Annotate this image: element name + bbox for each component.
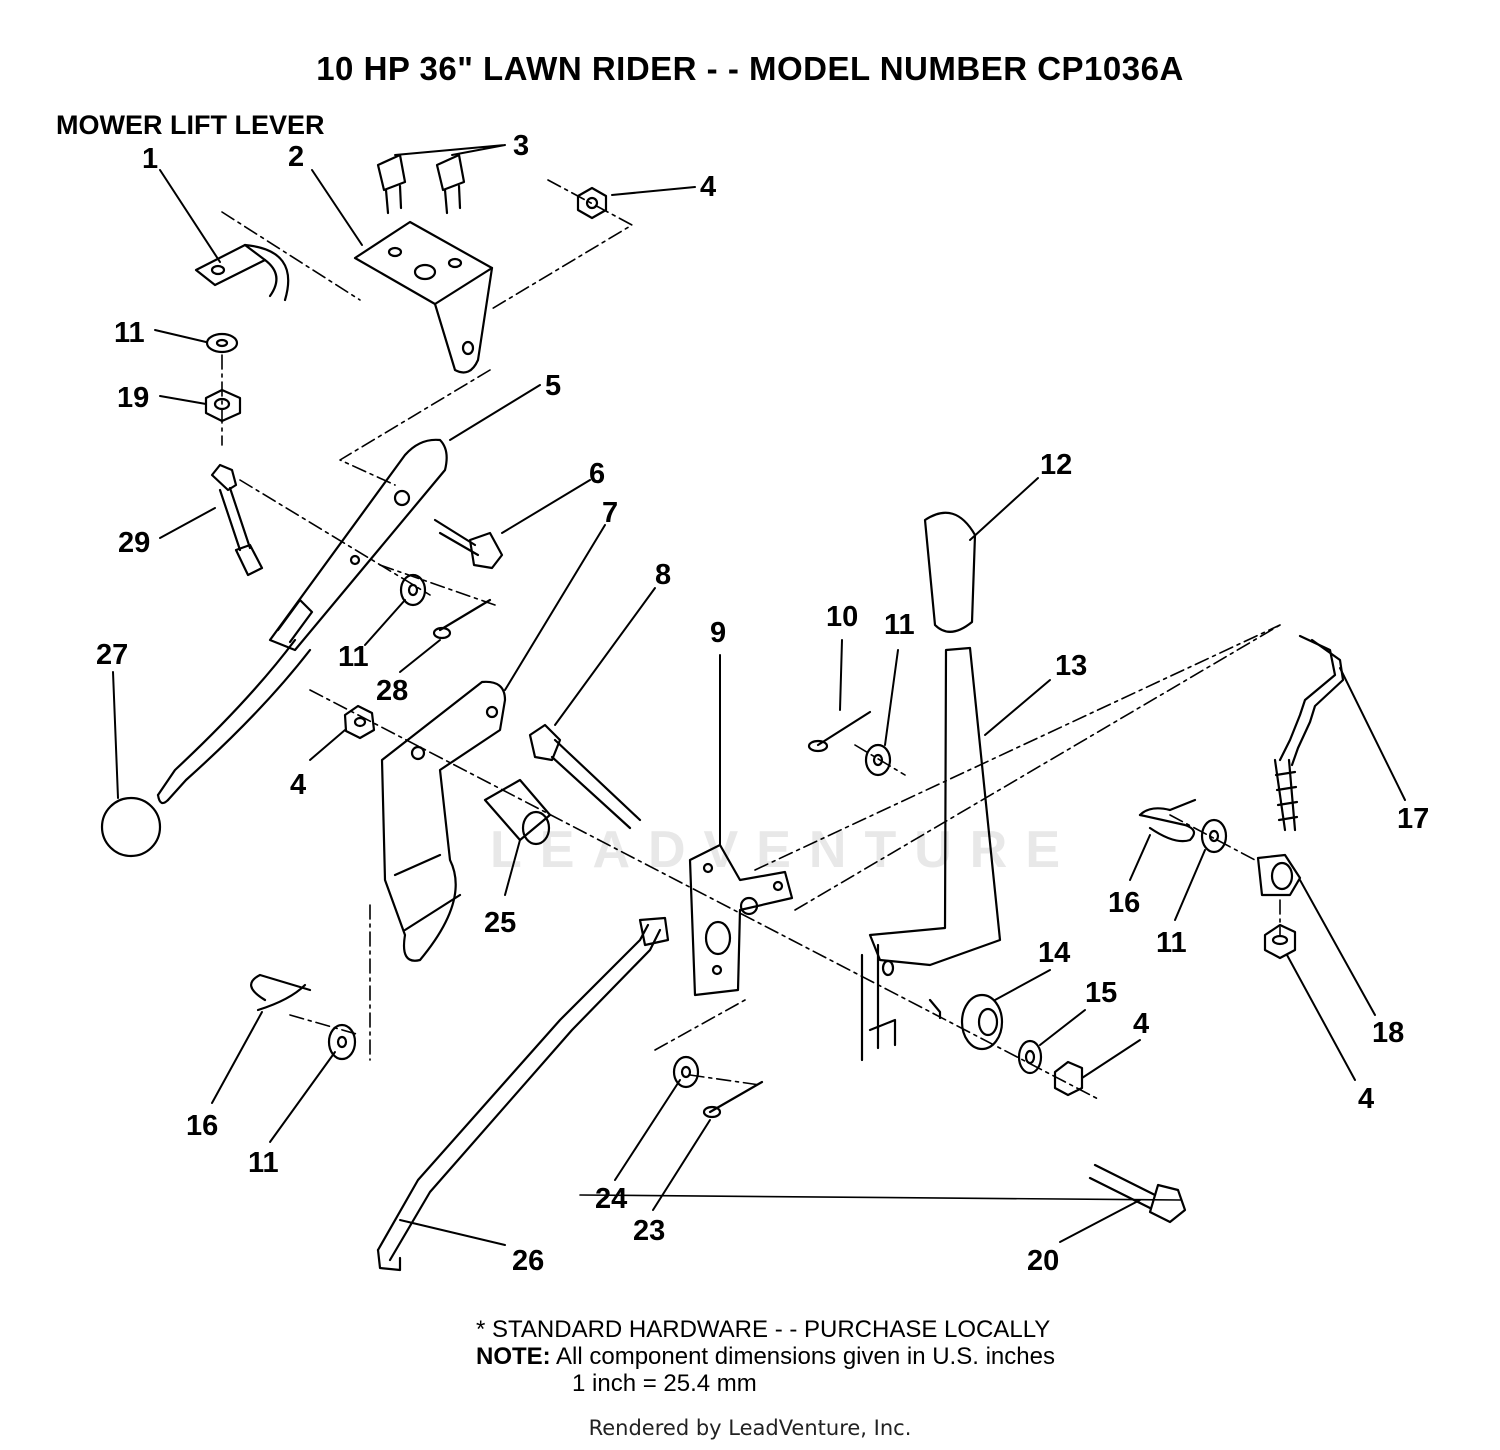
callout-11: 11 bbox=[1156, 927, 1187, 959]
part-4-nut-icon bbox=[1053, 1060, 1084, 1097]
part-10-pin-icon bbox=[807, 710, 872, 753]
part-6-bolt-icon bbox=[433, 518, 504, 570]
conversion-text: 1 inch = 25.4 mm bbox=[572, 1370, 757, 1397]
part-26-link-rod-icon bbox=[376, 916, 670, 1272]
part-11-washer-icon bbox=[1200, 818, 1228, 854]
part-25-spacer-icon bbox=[483, 778, 552, 846]
conversion-note: 1 inch = 25.4 mm bbox=[476, 1370, 1055, 1397]
part-28-pin-icon bbox=[432, 598, 492, 640]
part-20-bolt-icon bbox=[1088, 1163, 1187, 1224]
part-12-grip-icon bbox=[923, 511, 977, 633]
part-4-nut-icon bbox=[1263, 923, 1297, 960]
part-17-rod-icon bbox=[1273, 634, 1345, 832]
callout-16: 16 bbox=[186, 1110, 218, 1142]
part-4-nut-icon bbox=[343, 704, 376, 740]
part-24-washer-icon bbox=[672, 1055, 700, 1089]
part-5-lever-plate-icon bbox=[268, 438, 448, 652]
callout-4: 4 bbox=[1358, 1083, 1374, 1115]
assembly-dashed-lines bbox=[221, 179, 1281, 1201]
callout-11: 11 bbox=[248, 1147, 279, 1179]
callout-1: 1 bbox=[142, 143, 158, 175]
callout-26: 26 bbox=[512, 1245, 544, 1277]
callout-9: 9 bbox=[710, 617, 726, 649]
part-15-washer-icon bbox=[1017, 1039, 1043, 1075]
part-4-nut-icon bbox=[576, 186, 608, 220]
part-3-bolts-icon bbox=[376, 153, 466, 215]
callout-3: 3 bbox=[513, 130, 529, 162]
callout-5: 5 bbox=[545, 370, 561, 402]
part-1-clip-icon bbox=[194, 243, 290, 302]
part-23-pin-icon bbox=[702, 1080, 764, 1119]
notes-block: * STANDARD HARDWARE - - PURCHASE LOCALLY… bbox=[476, 1316, 1055, 1397]
part-11-washer-icon bbox=[327, 1023, 357, 1061]
part-18-swivel-icon bbox=[1256, 853, 1302, 897]
part-27-lever-rod-icon bbox=[156, 638, 312, 805]
callout-2: 2 bbox=[288, 141, 304, 173]
callout-14: 14 bbox=[1038, 937, 1070, 969]
callout-8: 8 bbox=[655, 559, 671, 591]
part-16-hair-pin-icon bbox=[250, 973, 312, 1012]
part-11-washer-icon bbox=[864, 743, 892, 777]
note-text: All component dimensions given in U.S. i… bbox=[556, 1343, 1055, 1370]
callout-11: 11 bbox=[884, 609, 915, 641]
callout-15: 15 bbox=[1085, 977, 1117, 1009]
callout-4: 4 bbox=[1133, 1008, 1149, 1040]
part-8-bolt-icon bbox=[528, 723, 642, 830]
part-7-bracket-icon bbox=[380, 680, 507, 962]
callout-11: 11 bbox=[338, 641, 369, 673]
part-11-washer-icon bbox=[205, 332, 239, 354]
callout-24: 24 bbox=[595, 1183, 627, 1215]
render-credit: Rendered by LeadVenture, Inc. bbox=[588, 1416, 912, 1440]
standard-hardware-note: * STANDARD HARDWARE - - PURCHASE LOCALLY bbox=[476, 1316, 1051, 1343]
part-11-washer-icon bbox=[399, 573, 427, 607]
part-14-bushing-icon bbox=[960, 993, 1004, 1051]
part-16-hair-pin-icon bbox=[1138, 798, 1197, 843]
callout-23: 23 bbox=[633, 1215, 665, 1247]
callout-13: 13 bbox=[1055, 650, 1087, 682]
callout-20: 20 bbox=[1027, 1245, 1059, 1277]
section-subtitle: MOWER LIFT LEVER bbox=[56, 110, 325, 140]
callout-16: 16 bbox=[1108, 887, 1140, 919]
part-29-link-icon bbox=[210, 463, 264, 577]
callout-17: 17 bbox=[1397, 803, 1429, 835]
part-9-pivot-plate-icon bbox=[688, 843, 794, 997]
callout-labels: 1 2 3 4 11 19 5 6 29 7 12 8 27 10 11 9 1… bbox=[96, 130, 1429, 1277]
watermark-logo: LEADVENTURE bbox=[490, 821, 1079, 879]
callout-6: 6 bbox=[589, 458, 605, 490]
callout-27: 27 bbox=[96, 639, 128, 671]
part-27-knob-icon bbox=[100, 796, 162, 858]
note-label: NOTE: bbox=[476, 1343, 551, 1370]
callout-29: 29 bbox=[118, 527, 150, 559]
part-19-nut-icon bbox=[204, 388, 242, 423]
callout-leader-lines bbox=[112, 144, 1406, 1246]
callout-4: 4 bbox=[290, 769, 306, 801]
callout-18: 18 bbox=[1372, 1017, 1404, 1049]
part-2-bracket-icon bbox=[353, 220, 494, 374]
callout-19: 19 bbox=[117, 382, 149, 414]
callout-12: 12 bbox=[1040, 449, 1072, 481]
callout-10: 10 bbox=[826, 601, 858, 633]
dimensions-note: NOTE: All component dimensions given in … bbox=[476, 1343, 1055, 1370]
callout-11: 11 bbox=[114, 317, 145, 349]
callout-25: 25 bbox=[484, 907, 516, 939]
callout-7: 7 bbox=[602, 497, 618, 529]
callout-28: 28 bbox=[376, 675, 408, 707]
callout-4: 4 bbox=[700, 171, 716, 203]
page-title: 10 HP 36" LAWN RIDER - - MODEL NUMBER CP… bbox=[316, 50, 1184, 87]
part-13-lever-arm-icon bbox=[860, 646, 1002, 1062]
